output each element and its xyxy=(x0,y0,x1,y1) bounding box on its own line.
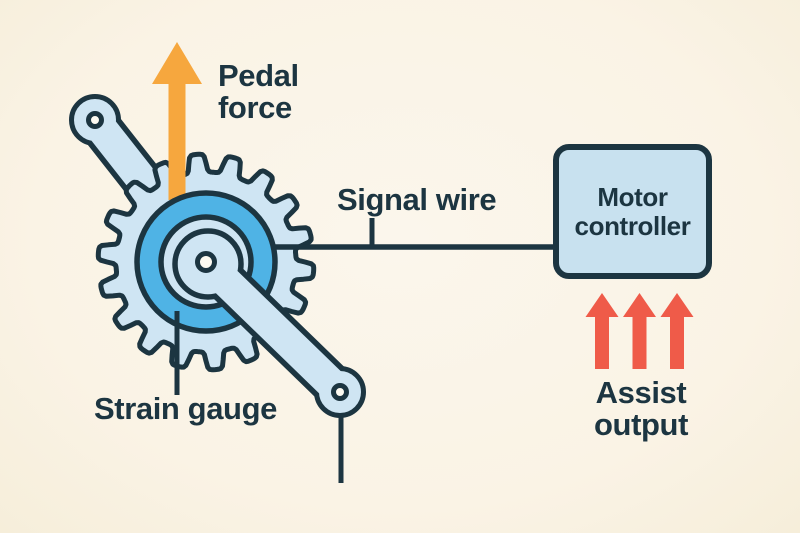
spindle-hub-icon xyxy=(195,251,217,273)
crank-arm-lower xyxy=(172,228,366,418)
motor-controller-line2: controller xyxy=(574,210,691,241)
assist-arrow-icon xyxy=(623,293,656,369)
pedal-force-arrow-icon xyxy=(152,42,202,200)
assist-output-label: Assist output xyxy=(594,377,688,441)
pedal-force-line2: force xyxy=(218,90,292,125)
assist-arrow-icon xyxy=(660,293,694,369)
assist-arrow-icon xyxy=(585,293,619,369)
pedal-hole-upper-icon xyxy=(86,111,104,129)
motor-controller-box: Motor controller xyxy=(553,144,712,279)
assist-output-line2: output xyxy=(594,407,688,442)
pedal-force-line1: Pedal xyxy=(218,58,299,93)
pedal-force-label: Pedal force xyxy=(218,60,299,124)
assist-output-line1: Assist xyxy=(595,375,687,410)
motor-controller-line1: Motor xyxy=(597,181,668,212)
signal-wire-label: Signal wire xyxy=(337,182,497,217)
assist-arrows xyxy=(585,293,694,369)
strain-gauge-label: Strain gauge xyxy=(94,391,277,426)
pedal-hole-lower-icon xyxy=(331,383,349,401)
